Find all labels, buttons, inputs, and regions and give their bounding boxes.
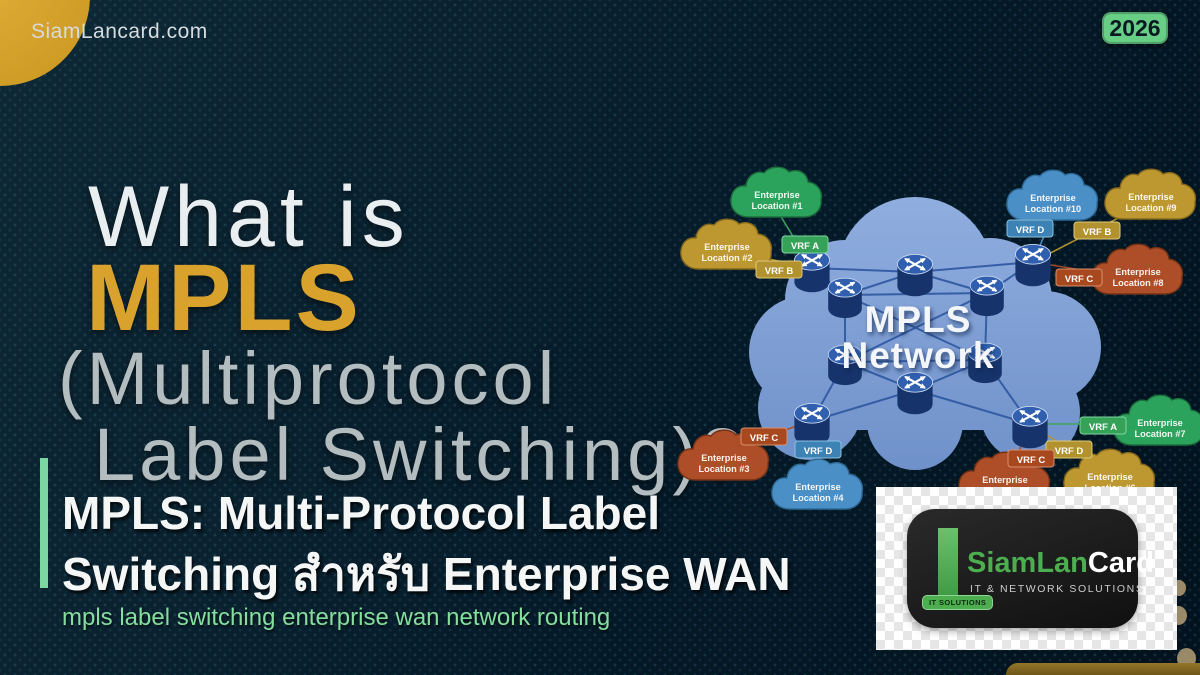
keywords-text: mpls label switching enterprise wan netw…: [62, 604, 611, 631]
svg-text:VRF C: VRF C: [1065, 274, 1094, 285]
svg-text:Enterprise: Enterprise: [1087, 472, 1132, 482]
vrf-label: VRF A: [781, 235, 829, 254]
svg-text:Location #4: Location #4: [792, 493, 844, 503]
svg-text:VRF C: VRF C: [1017, 455, 1046, 466]
year-badge: 2026: [1102, 12, 1168, 44]
svg-text:Enterprise: Enterprise: [982, 475, 1027, 485]
brand-logo-plate: SiamLanCard IT & NETWORK SOLUTIONS IT SO…: [876, 487, 1177, 650]
enterprise-location-cloud: Enterprise Location #10: [1006, 169, 1099, 221]
svg-text:Location #8: Location #8: [1112, 278, 1163, 288]
svg-text:Enterprise: Enterprise: [795, 482, 840, 492]
svg-text:VRF A: VRF A: [1089, 422, 1117, 433]
enterprise-location-cloud: Enterprise Location #4: [771, 458, 864, 510]
brand-it-solutions-badge: IT SOLUTIONS: [922, 595, 994, 610]
svg-text:VRF D: VRF D: [1016, 225, 1045, 236]
svg-text:VRF A: VRF A: [791, 241, 819, 252]
svg-text:Enterprise: Enterprise: [1030, 193, 1075, 203]
svg-text:Enterprise: Enterprise: [754, 190, 799, 200]
headline-line4: Label Switching)?: [94, 413, 747, 496]
vrf-label: VRF B: [755, 260, 803, 279]
svg-text:Enterprise: Enterprise: [1115, 267, 1160, 277]
vrf-label: VRF C: [1055, 268, 1103, 287]
brand-tagline: IT & NETWORK SOLUTIONS: [970, 583, 1145, 595]
vrf-label: VRF B: [1073, 221, 1121, 240]
logo-green-bar-icon: [938, 528, 958, 597]
svg-text:Location #10: Location #10: [1025, 204, 1081, 214]
network-label-line1: MPLS: [865, 299, 972, 340]
svg-text:VRF B: VRF B: [765, 266, 794, 277]
vrf-label: VRF A: [1079, 416, 1127, 435]
brand-logo-card: SiamLanCard IT & NETWORK SOLUTIONS IT SO…: [907, 509, 1154, 628]
enterprise-location-cloud: Enterprise Location #7: [1113, 394, 1200, 446]
enterprise-location-cloud: Enterprise Location #2: [680, 218, 773, 270]
vrf-label: VRF D: [1006, 219, 1054, 238]
bottom-gold-strip: [1006, 663, 1200, 675]
svg-text:VRF C: VRF C: [750, 433, 779, 444]
vrf-label: VRF C: [740, 427, 788, 446]
svg-text:Location #2: Location #2: [701, 253, 752, 263]
svg-text:Enterprise: Enterprise: [1137, 418, 1182, 428]
enterprise-location-cloud: Enterprise Location #9: [1104, 168, 1197, 220]
svg-text:Location #1: Location #1: [751, 201, 802, 211]
svg-text:Location #3: Location #3: [698, 464, 749, 474]
brand-name-part2: Card: [1087, 547, 1154, 579]
enterprise-location-cloud: Enterprise Location #8: [1091, 243, 1184, 295]
svg-text:VRF B: VRF B: [1083, 227, 1112, 238]
subtitle-line2: Switching สำหรับ Enterprise WAN: [62, 548, 791, 600]
svg-text:Location #7: Location #7: [1134, 429, 1185, 439]
network-label-line2: Network: [842, 335, 995, 376]
headline-line3: (Multiprotocol: [58, 337, 559, 420]
svg-text:Enterprise: Enterprise: [1128, 192, 1173, 202]
subtitle-line1: MPLS: Multi-Protocol Label: [62, 487, 660, 539]
svg-text:Enterprise: Enterprise: [701, 453, 746, 463]
svg-text:Location #9: Location #9: [1125, 203, 1176, 213]
enterprise-location-cloud: Enterprise Location #3: [677, 429, 770, 481]
subtitle-accent-bar: [40, 458, 48, 588]
headline-line1: What is: [88, 169, 410, 265]
vrf-label: VRF C: [1007, 449, 1055, 468]
headline-line2-mpls: MPLS: [86, 245, 362, 351]
mpls-network-diagram: MPLS Network Enterprise Location #1 Ente…: [677, 166, 1200, 510]
enterprise-location-cloud: Enterprise Location #1: [730, 166, 823, 218]
svg-text:VRF D: VRF D: [804, 446, 833, 457]
svg-text:Enterprise: Enterprise: [704, 242, 749, 252]
vrf-label: VRF D: [1045, 440, 1093, 459]
vrf-label: VRF D: [794, 440, 842, 459]
brand-name: SiamLanCard: [967, 547, 1154, 580]
brand-name-part1: SiamLan: [967, 547, 1088, 579]
svg-text:VRF D: VRF D: [1055, 446, 1084, 457]
site-url: SiamLancard.com: [31, 20, 208, 43]
